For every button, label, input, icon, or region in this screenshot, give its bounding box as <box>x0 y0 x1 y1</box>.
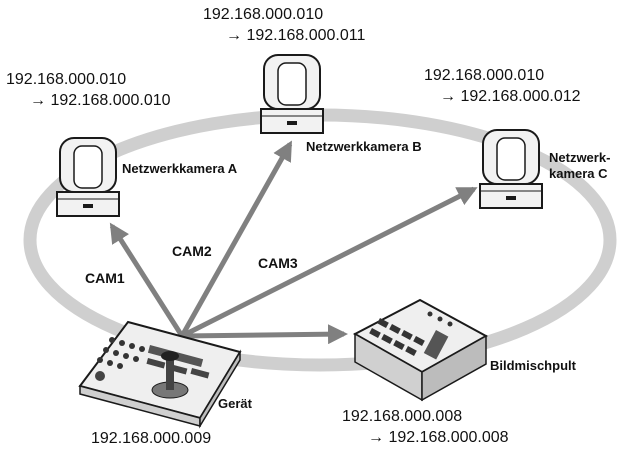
camera-a-ip-new: → 192.168.000.010 <box>30 92 171 109</box>
camera-c-ip-new: → 192.168.000.012 <box>440 88 581 105</box>
camera-c-icon <box>479 129 543 209</box>
camera-c-ip-old: 192.168.000.010 <box>424 67 545 84</box>
camera-b-icon <box>260 54 324 134</box>
controller-label: Gerät <box>218 396 252 411</box>
camera-c-label-line2: kamera C <box>549 166 608 181</box>
camera-b-ip-old: 192.168.000.010 <box>203 6 324 23</box>
link-label-cam2: CAM2 <box>172 243 212 259</box>
camera-a-label: Netzwerkkamera A <box>122 161 238 176</box>
camera-b-ip-new: → 192.168.000.011 <box>226 27 366 44</box>
switcher-icon <box>352 298 489 402</box>
switcher-ip-old: 192.168.000.008 <box>342 408 463 425</box>
camera-a-icon <box>56 137 120 217</box>
camera-b-label: Netzwerkkamera B <box>306 139 422 154</box>
arrow-switcher <box>181 324 348 345</box>
controller-ip: 192.168.000.009 <box>91 430 212 447</box>
camera-c-label-line1: Netzwerk- <box>549 150 611 165</box>
switcher-ip-new: → 192.168.000.008 <box>368 429 509 446</box>
arrow-cam3 <box>180 186 478 339</box>
link-label-cam3: CAM3 <box>258 255 298 271</box>
link-label-cam1: CAM1 <box>85 270 125 286</box>
camera-a-ip-old: 192.168.000.010 <box>6 71 127 88</box>
arrow-cam1 <box>109 222 185 338</box>
switcher-label: Bildmischpult <box>490 358 576 373</box>
arrow-cam2 <box>179 140 293 338</box>
controller-icon <box>78 320 242 429</box>
